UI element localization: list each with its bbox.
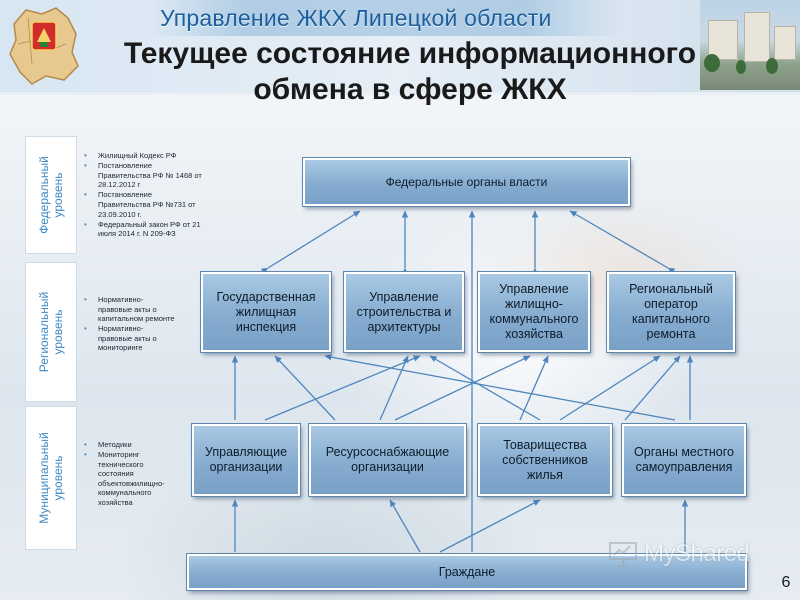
box-label: Федеральные органы власти [385,174,548,189]
page-number: 6 [781,574,791,591]
note-item: Жилищный Кодекс РФ [84,151,202,161]
watermark: MyShared [608,538,768,570]
region-map-emblem-icon [9,7,79,85]
level-municipal: Муниципальный уровень [25,406,77,550]
box-homeowners-associations: Товарищества собственников жилья [478,424,612,496]
box-management-companies: Управляющие организации [192,424,300,496]
federal-notes: Жилищный Кодекс РФ Постановление Правите… [84,151,202,239]
box-label: Ресурсоснабжающие организации [325,445,450,474]
slide-title-line-2: обмена в сфере ЖКХ [253,73,567,106]
box-label: Управление строительства и архитектуры [356,289,452,334]
note-item: Методики [84,440,180,450]
level-regional-label: Региональный уровень [37,291,65,373]
note-item: Постановление Правительства РФ № 1468 от… [84,161,202,190]
note-item: Нормативно-правовые акты о капитальном р… [84,295,176,324]
box-housing-utilities-department: Управление жилищно-коммунального хозяйст… [478,272,590,352]
box-federal-authorities: Федеральные органы власти [303,158,630,206]
level-federal: Федеральный уровень [25,136,77,254]
level-municipal-label: Муниципальный уровень [37,432,65,524]
note-item: Федеральный закон РФ от 21 июля 2014 г. … [84,220,202,239]
box-construction-department: Управление строительства и архитектуры [344,272,464,352]
box-label: Граждане [438,564,496,579]
box-label: Управление жилищно-коммунального хозяйст… [489,282,579,341]
box-housing-inspection: Государственная жилищная инспекция [201,272,331,352]
level-federal-label: Федеральный уровень [37,156,65,234]
note-item: Постановление Правительства РФ №731 от 2… [84,190,202,219]
level-regional: Региональный уровень [25,262,77,402]
municipal-notes: Методики Мониторинг технического состоян… [84,440,180,508]
box-label: Товарищества собственников жилья [502,437,588,482]
box-citizens: Граждане [187,554,747,590]
box-label: Государственная жилищная инспекция [216,289,316,334]
presentation-icon [609,542,637,567]
town-photo [700,0,800,90]
regional-notes: Нормативно-правовые акты о капитальном р… [84,295,176,354]
slide-title-line-1: Текущее состояние информационного [123,37,697,70]
note-item: Нормативно-правовые акты о мониторинге [84,324,176,353]
note-item: Мониторинг технического состояния объект… [84,450,180,508]
box-resource-supply-companies: Ресурсоснабжающие организации [309,424,466,496]
box-label: Органы местного самоуправления [634,445,734,474]
header-band [150,0,620,36]
slide-header: Управление ЖКХ Липецкой области Текущее … [0,0,800,106]
slide-title: Текущее состояние информационного обмена… [60,36,760,108]
org-title: Управление ЖКХ Липецкой области [160,5,552,31]
box-label: Региональный оператор капитального ремон… [629,282,713,341]
box-local-self-government: Органы местного самоуправления [622,424,746,496]
watermark-text: MyShared [644,540,750,567]
box-label: Управляющие организации [204,445,288,474]
box-regional-capital-repair-operator: Региональный оператор капитального ремон… [607,272,735,352]
